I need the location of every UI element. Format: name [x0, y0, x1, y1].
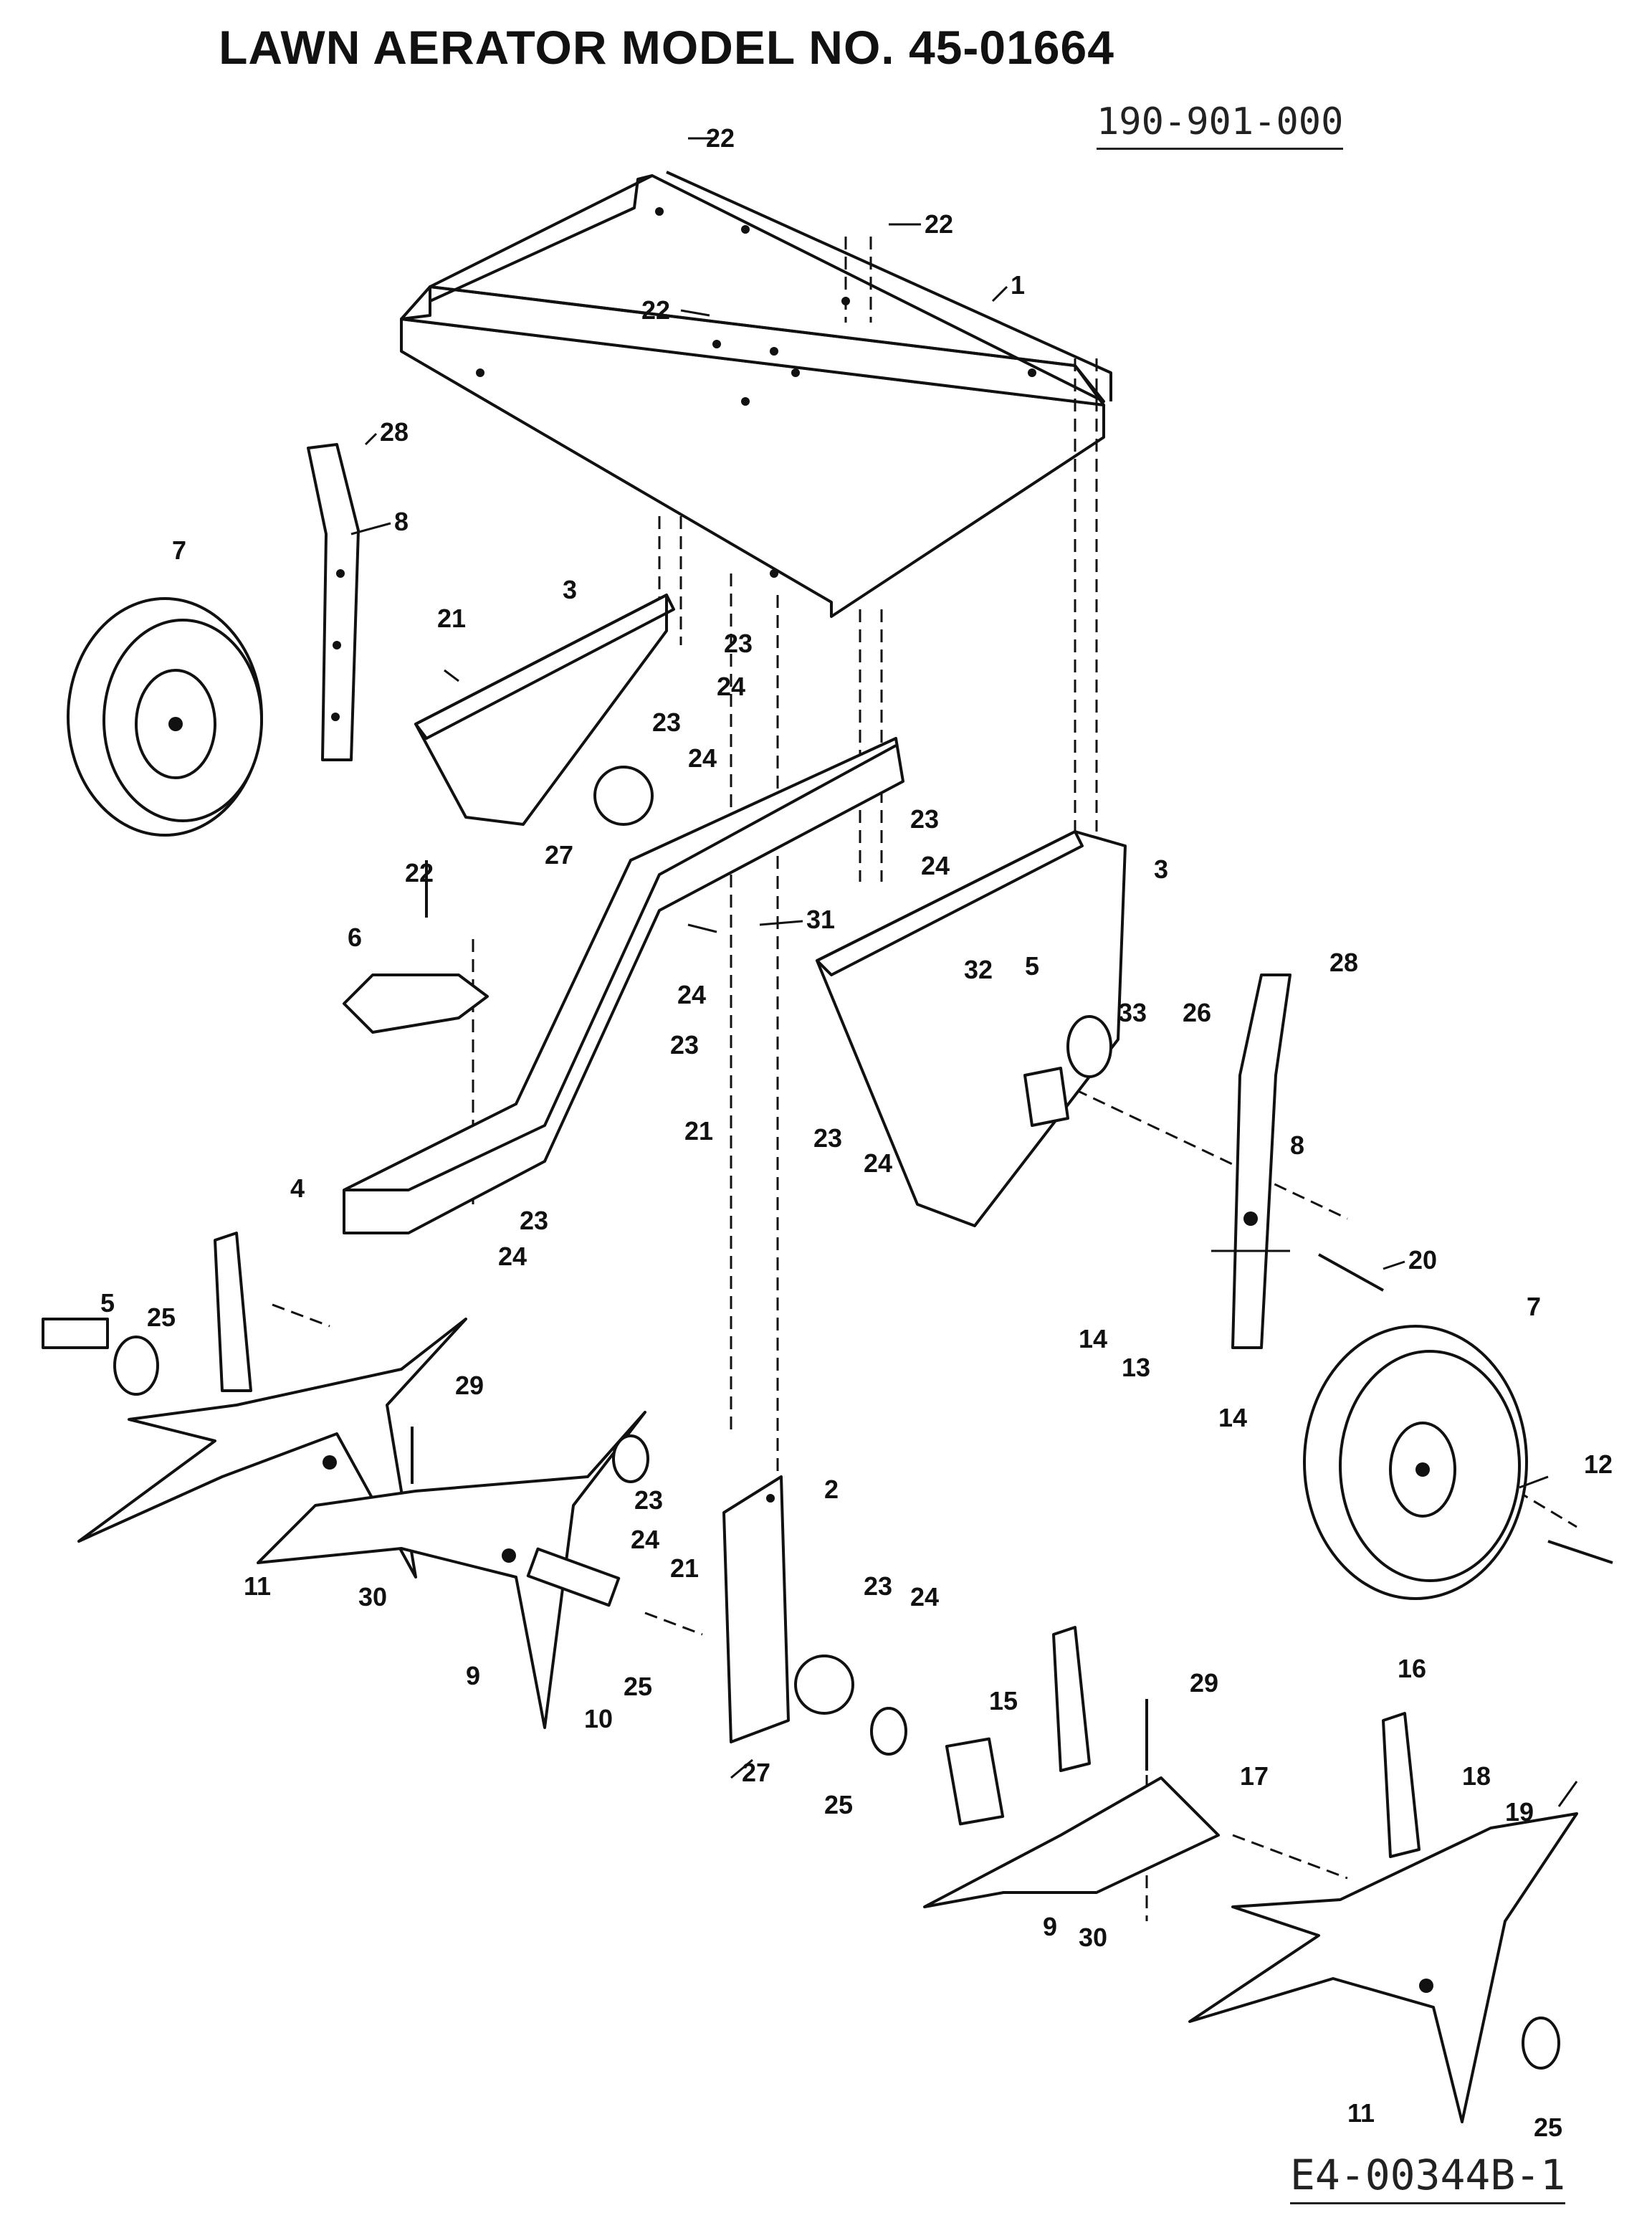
callout-number: 30 [358, 1582, 387, 1612]
fasteners [343, 766, 1613, 1826]
hanger-bracket [722, 1475, 790, 1743]
callout-number: 3 [563, 575, 577, 604]
callout-number: 24 [864, 1148, 892, 1178]
callout-number: 23 [910, 804, 939, 834]
callout-number: 24 [921, 851, 950, 880]
callout-number: 7 [1527, 1292, 1541, 1321]
callout-number: 22 [925, 209, 953, 239]
callout-number: 29 [1190, 1668, 1218, 1698]
callout-number: 22 [405, 858, 434, 887]
callout-number: 30 [1079, 1923, 1107, 1952]
callout-number: 21 [437, 604, 466, 633]
callout-number: 17 [1240, 1761, 1269, 1791]
callout-number: 23 [520, 1206, 548, 1235]
callout-number: 1 [1011, 270, 1025, 300]
callout-number: 24 [677, 980, 706, 1009]
upper-bracket-right [816, 830, 1127, 1227]
callout-number: 5 [100, 1288, 115, 1318]
callout-number: 32 [964, 955, 993, 984]
reference-number: 190-901-000 [1097, 100, 1344, 150]
callout-number: 29 [455, 1371, 484, 1400]
callout-number: 12 [1584, 1449, 1613, 1479]
callout-number: 23 [864, 1571, 892, 1601]
left-handle [307, 443, 360, 761]
tine-assembly-right [923, 1626, 1578, 2123]
callout-number: 24 [631, 1525, 659, 1554]
diagram-title: LAWN AERATOR MODEL NO. 45-01664 [219, 21, 1114, 74]
callout-number: 6 [348, 923, 362, 952]
callout-number: 25 [624, 1672, 652, 1701]
callout-labels: 1 2 3 3 4 5 5 6 7 7 8 8 9 9 10 11 11 12 … [100, 123, 1613, 2142]
callout-number: 15 [989, 1686, 1018, 1715]
right-wheel [1303, 1325, 1528, 1600]
callout-number: 20 [1408, 1245, 1437, 1275]
callout-number: 5 [1025, 951, 1039, 981]
callout-number: 24 [717, 672, 745, 701]
callout-number: 7 [172, 535, 186, 565]
upper-bracket-left [414, 594, 675, 826]
callout-number: 8 [1290, 1130, 1304, 1160]
tray-part [400, 171, 1112, 618]
callout-number: 23 [634, 1485, 663, 1515]
callout-number: 23 [670, 1030, 699, 1060]
callout-number: 16 [1398, 1654, 1426, 1683]
callout-number: 22 [641, 295, 670, 325]
callout-number: 8 [394, 507, 409, 536]
callout-number: 28 [1329, 948, 1358, 977]
callout-number: 23 [724, 629, 753, 658]
callout-number: 27 [545, 840, 573, 870]
callout-number: 19 [1505, 1797, 1534, 1827]
drawing-number: E4-00344B-1 [1290, 2151, 1566, 2204]
callout-number: 10 [584, 1704, 613, 1733]
callout-number: 24 [910, 1582, 939, 1612]
callout-number: 9 [466, 1661, 480, 1690]
callout-number: 9 [1043, 1912, 1057, 1941]
callout-number: 31 [806, 905, 835, 934]
callout-number: 23 [652, 708, 681, 737]
callout-number: 2 [824, 1475, 839, 1504]
left-wheel [67, 597, 263, 837]
leader-lines [350, 137, 1578, 1807]
callout-number: 25 [147, 1303, 176, 1332]
callout-number: 11 [1347, 2098, 1375, 2128]
callout-number: 24 [498, 1242, 527, 1271]
callout-number: 23 [813, 1123, 842, 1153]
callout-number: 3 [1154, 854, 1168, 884]
callout-number: 24 [688, 743, 717, 773]
callout-number: 25 [824, 1790, 853, 1819]
callout-number: 25 [1534, 2113, 1562, 2142]
callout-number: 21 [670, 1553, 699, 1583]
tine-assembly-left [42, 1232, 646, 1729]
callout-number: 14 [1218, 1403, 1247, 1432]
callout-number: 14 [1079, 1324, 1107, 1353]
callout-number: 21 [684, 1116, 713, 1146]
callout-number: 11 [244, 1571, 271, 1601]
callout-number: 27 [742, 1758, 770, 1787]
callout-number: 28 [380, 417, 409, 447]
callout-number: 18 [1462, 1761, 1491, 1791]
callout-number: 33 [1118, 998, 1147, 1027]
callout-number: 13 [1122, 1353, 1150, 1382]
right-handle [1231, 973, 1291, 1349]
callout-number: 26 [1183, 998, 1211, 1027]
main-frame [343, 737, 904, 1234]
callout-number: 4 [290, 1173, 305, 1203]
